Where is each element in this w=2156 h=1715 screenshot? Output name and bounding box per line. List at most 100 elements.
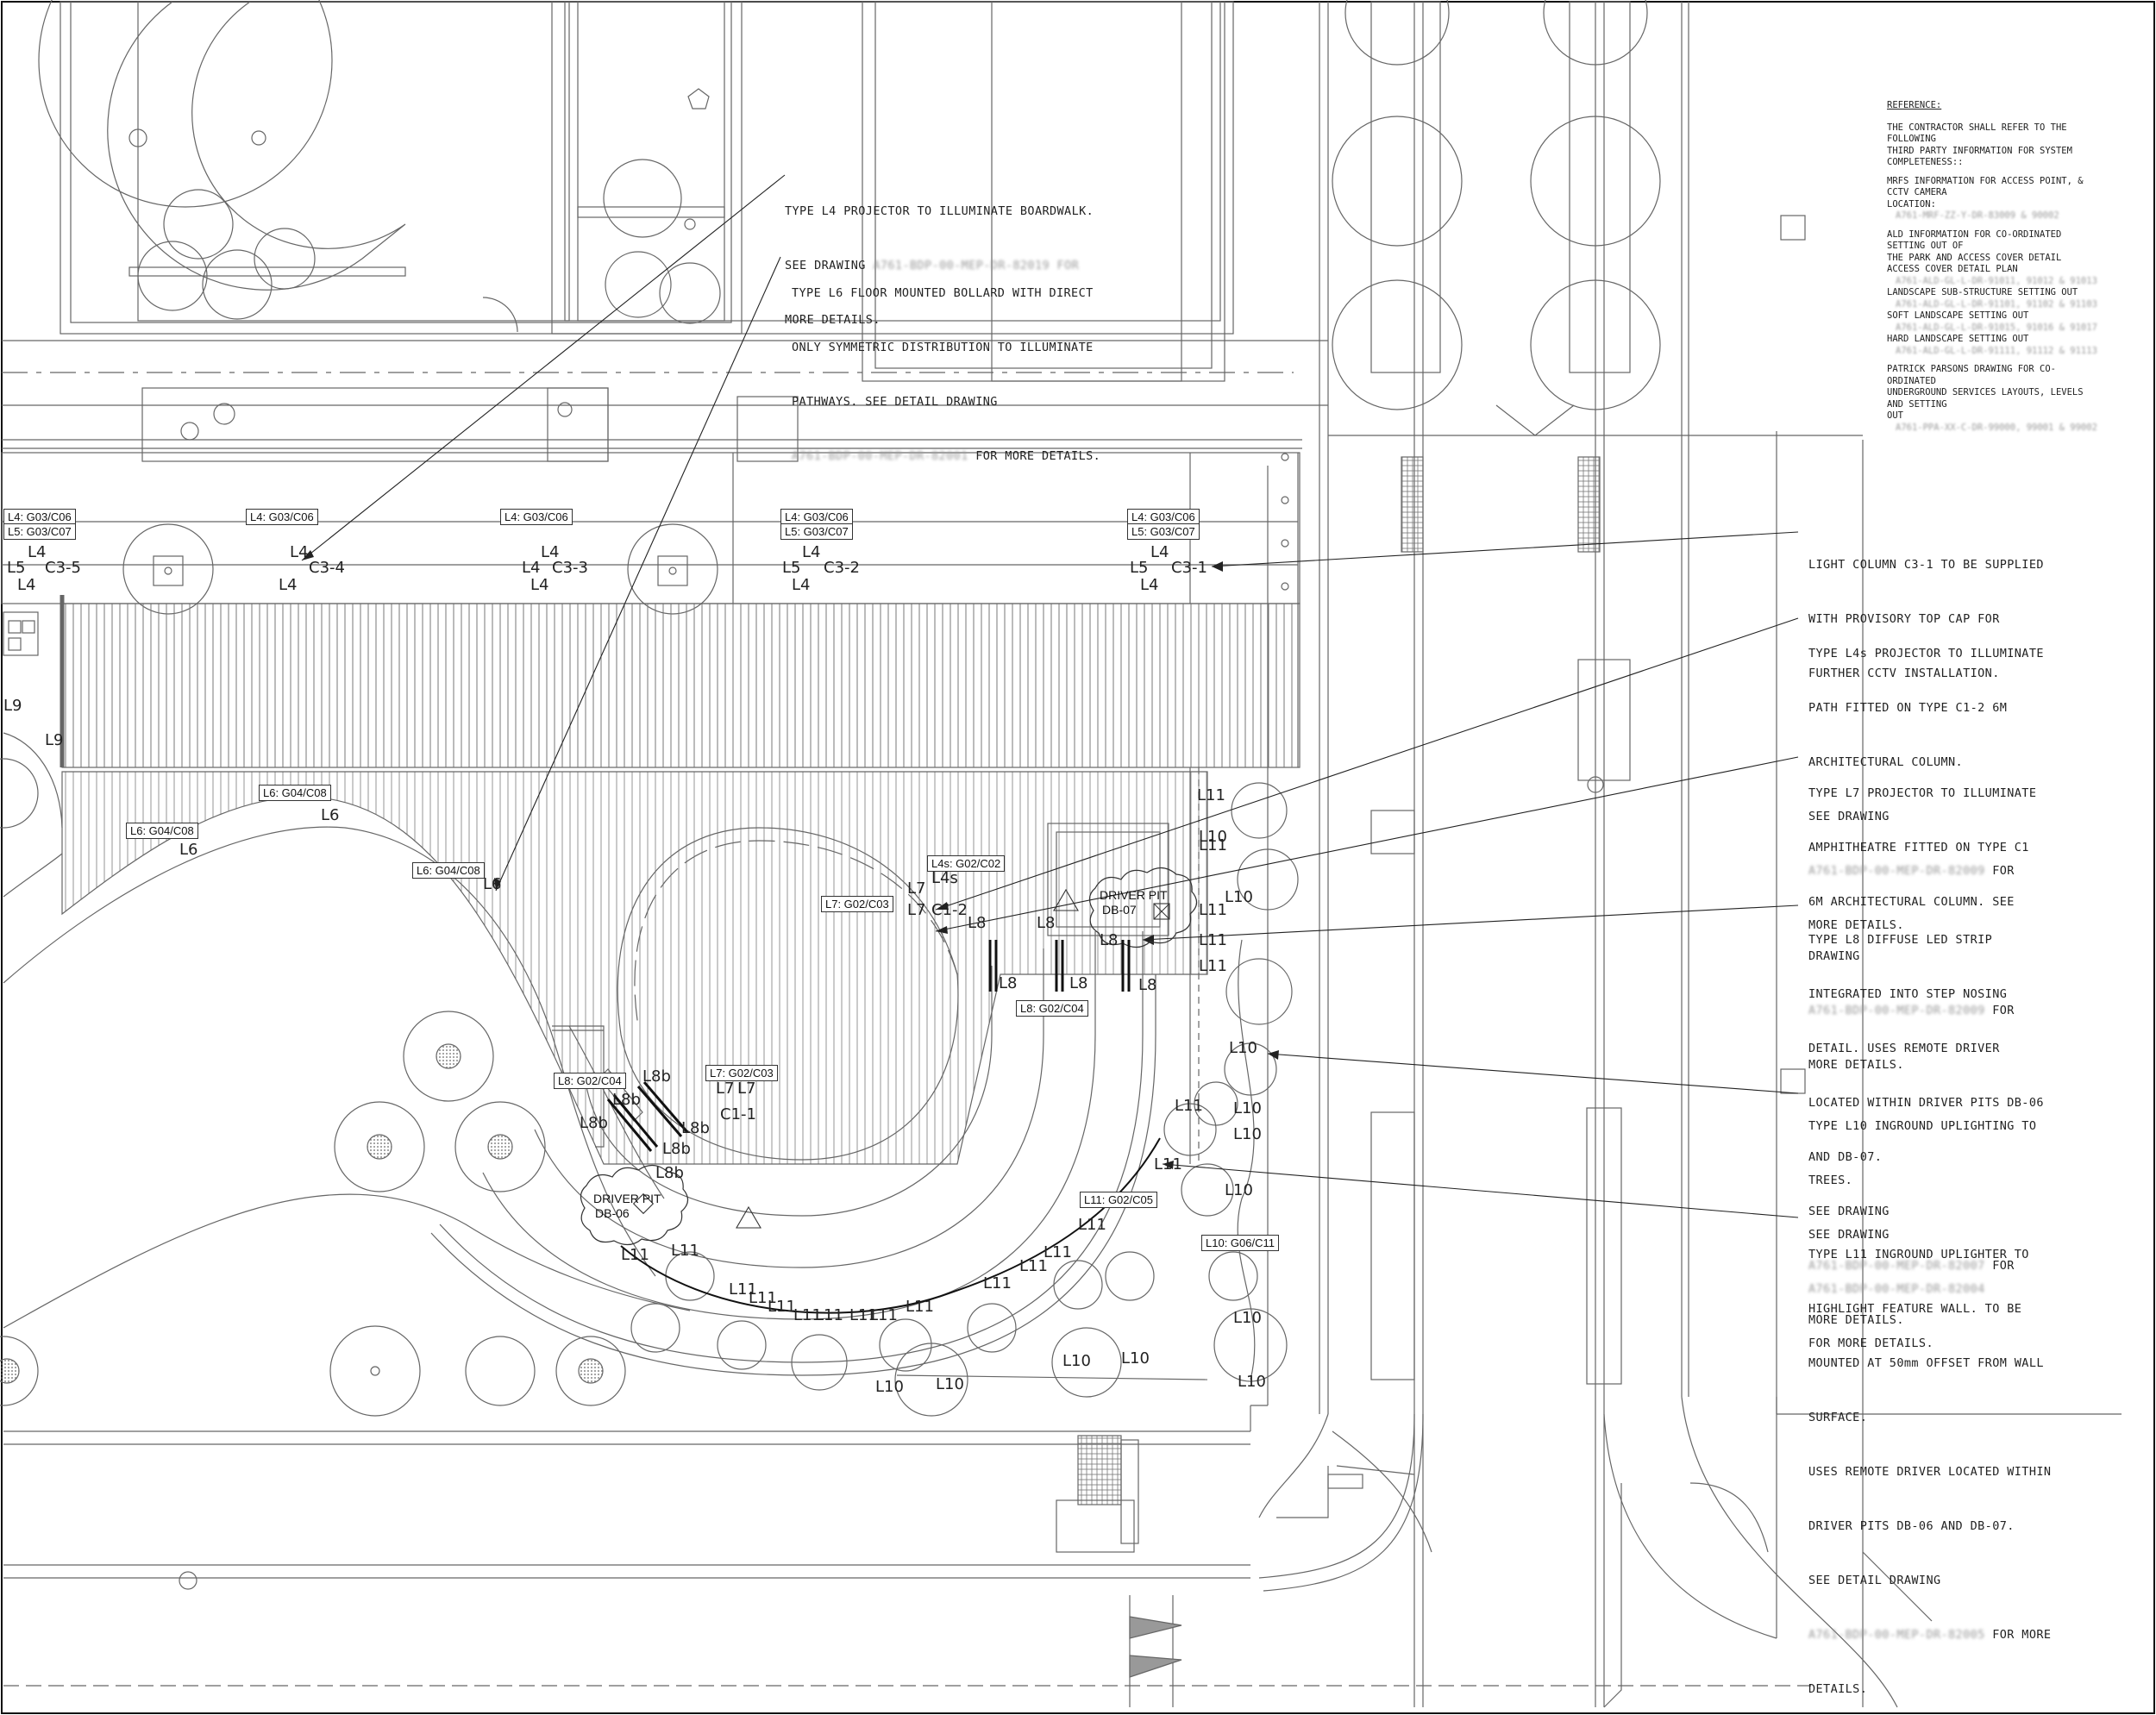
leader-lines xyxy=(301,174,1799,1218)
fixture-mark-l10: L10 xyxy=(1233,1125,1262,1143)
circuit-tag: L11: G02/C05 xyxy=(1080,1192,1157,1208)
note-l6-tail: FOR MORE DETAILS. xyxy=(968,449,1101,463)
fixture-mark-l8: L8 xyxy=(1037,914,1056,932)
fixture-mark-l8: L8 xyxy=(1100,931,1119,949)
fixture-mark-l11: L11 xyxy=(729,1280,757,1299)
circuit-tag: L7: G02/C03 xyxy=(821,896,893,912)
fixture-mark-l4: L4 xyxy=(1150,543,1169,561)
fixture-mark-l4s: L4s xyxy=(931,869,958,887)
note-l4-tail: MORE DETAILS. xyxy=(785,313,881,327)
note-l4-line-1: TYPE L4 PROJECTOR TO ILLUMINATE BOARDWAL… xyxy=(785,204,1094,218)
fixture-mark-l11: L11 xyxy=(749,1289,777,1307)
note-l8-line-6: SEE DRAWING xyxy=(1808,1205,1890,1218)
fixture-mark-l11: L11 xyxy=(906,1298,934,1316)
note-l11-line-6: DRIVER PITS DB-06 AND DB-07. xyxy=(1808,1519,2015,1533)
circuit-tag: L5: G03/C07 xyxy=(3,523,76,540)
circuit-tag: L4: G03/C06 xyxy=(1127,509,1200,525)
fixture-mark-l8b: L8b xyxy=(662,1140,691,1158)
note-l4s-after: MORE DETAILS. xyxy=(1808,918,1904,932)
fixture-mark-l11: L11 xyxy=(671,1242,699,1260)
driver-pit-db06-cloud xyxy=(580,1164,689,1246)
circuit-tag: L8: G02/C04 xyxy=(554,1073,626,1089)
fixture-mark-l5: L5 xyxy=(1130,559,1149,577)
fixture-mark-l11: L11 xyxy=(1199,931,1227,949)
fixture-mark-l8b: L8b xyxy=(612,1091,641,1109)
note-l8-line-2: INTEGRATED INTO STEP NOSING xyxy=(1808,987,2008,1001)
fixture-mark-l6: L6 xyxy=(483,875,502,893)
fixture-mark-l11: L11 xyxy=(869,1306,898,1324)
fixture-mark-l11: L11 xyxy=(849,1306,878,1324)
circuit-tag: L4s: G02/C02 xyxy=(927,855,1006,872)
fixture-mark-l11: L11 xyxy=(768,1298,796,1316)
column-label-c1-1: C1-1 xyxy=(720,1105,756,1124)
note-l7-line-4: DRAWING xyxy=(1808,949,1860,963)
note-l6-redacted-ref: A761-BDP-00-MEP-DR-82001 xyxy=(792,449,968,463)
fixture-mark-l10: L10 xyxy=(1233,1309,1262,1327)
reference-item-3-ref: A761-ALD-GL-L-DR-91101, 91102 & 91103 xyxy=(1896,298,2097,310)
driver-pit-db06-label-2: DB-06 xyxy=(595,1206,630,1220)
fixture-mark-l11: L11 xyxy=(1199,957,1227,975)
fixture-mark-l10: L10 xyxy=(1199,828,1227,846)
fixture-mark-l4: L4 xyxy=(522,559,541,577)
reference-item-2-line-1: ALD INFORMATION FOR CO-ORDINATED SETTING… xyxy=(1887,228,2062,252)
fixture-mark-l5: L5 xyxy=(7,559,26,577)
fixture-mark-l11: L11 xyxy=(1175,1097,1203,1115)
fixture-mark-l7: L7 xyxy=(907,879,926,898)
fixture-mark-l11: L11 xyxy=(983,1274,1012,1293)
reference-item-1-line-2: LOCATION: xyxy=(1887,198,1936,210)
note-c3-1-line-3: FURTHER CCTV INSTALLATION. xyxy=(1808,667,2000,680)
fixture-mark-l11: L11 xyxy=(1044,1243,1072,1261)
driver-pit-db07-label-2: DB-07 xyxy=(1102,903,1137,917)
fixture-mark-l8b: L8b xyxy=(681,1119,710,1137)
note-l6-line-2: ONLY SYMMETRIC DISTRIBUTION TO ILLUMINAT… xyxy=(792,341,1094,354)
driver-pit-db07-label-1: DRIVER PIT xyxy=(1100,888,1168,902)
reference-item-6-line-1: PATRICK PARSONS DRAWING FOR CO-ORDINATED xyxy=(1887,364,2056,386)
fixture-mark-l4: L4 xyxy=(530,576,549,594)
note-c3-1-line-2: WITH PROVISORY TOP CAP FOR xyxy=(1808,612,2000,626)
column-label-c3-2: C3-2 xyxy=(824,559,860,577)
note-l4-redacted-ref: A761-BDP-00-MEP-DR-82019 FOR xyxy=(873,259,1080,272)
circuit-tag: L5: G03/C07 xyxy=(780,523,853,540)
fixture-mark-l11: L11 xyxy=(1154,1155,1182,1174)
fixture-mark-l4: L4 xyxy=(541,543,560,561)
note-l8-line-5: AND DB-07. xyxy=(1808,1150,1883,1164)
reference-item-5-ref: A761-ALD-GL-L-DR-91111, 91112 & 91113 xyxy=(1896,345,2097,356)
fixture-mark-l11: L11 xyxy=(1078,1216,1106,1234)
reference-item-2-line-3: ACCESS COVER DETAIL PLAN xyxy=(1887,264,2018,274)
fixture-mark-l10: L10 xyxy=(1238,1373,1266,1391)
fixture-mark-l11: L11 xyxy=(793,1306,822,1324)
fixture-mark-l9: L9 xyxy=(3,697,22,715)
note-l10-line-3: SEE DRAWING xyxy=(1808,1228,1890,1242)
reference-intro-1: THE CONTRACTOR SHALL REFER TO THE FOLLOW… xyxy=(1887,122,2067,145)
reference-item-3-line-1: LANDSCAPE SUB-STRUCTURE SETTING OUT xyxy=(1887,287,2078,297)
reference-block: REFERENCE: THE CONTRACTOR SHALL REFER TO… xyxy=(1887,100,2103,434)
reference-item-4-line-1: SOFT LANDSCAPE SETTING OUT xyxy=(1887,310,2029,321)
note-l6-line-1: TYPE L6 FLOOR MOUNTED BOLLARD WITH DIREC… xyxy=(792,286,1094,300)
fixture-mark-l11: L11 xyxy=(815,1306,843,1324)
note-l8-tail: FOR xyxy=(1984,1259,2015,1273)
circuit-tag: L8: G02/C04 xyxy=(1016,1000,1088,1017)
fixture-mark-l8b: L8b xyxy=(655,1164,684,1182)
circuit-tag: L7: G02/C03 xyxy=(705,1065,778,1081)
note-l11-line-7: SEE DETAIL DRAWING xyxy=(1808,1574,1941,1587)
fixture-mark-l7: L7 xyxy=(907,901,926,919)
note-l11-line-2: HIGHLIGHT FEATURE WALL. TO BE xyxy=(1808,1302,2022,1316)
fixture-mark-l4: L4 xyxy=(279,576,298,594)
fixture-mark-l8b: L8b xyxy=(642,1067,671,1086)
column-label-c3-1: C3-1 xyxy=(1171,559,1207,577)
note-l7-after: MORE DETAILS. xyxy=(1808,1058,1904,1072)
note-l11-after: DETAILS. xyxy=(1808,1682,1868,1696)
fixture-mark-l10: L10 xyxy=(1233,1099,1262,1117)
fixture-mark-l8b: L8b xyxy=(580,1114,608,1132)
reference-heading: REFERENCE: xyxy=(1887,100,1942,110)
reference-item-1-ref: A761-MRF-ZZ-Y-DR-83009 & 90002 xyxy=(1896,210,2059,221)
column-label-c1-2: C1-2 xyxy=(931,901,968,919)
fixture-mark-l11: L11 xyxy=(1199,901,1227,919)
note-l4s-line-4: SEE DRAWING xyxy=(1808,810,1890,823)
note-l4: TYPE L4 PROJECTOR TO ILLUMINATE BOARDWAL… xyxy=(785,166,1094,366)
circuit-tag: L6: G04/C08 xyxy=(412,862,485,879)
note-l6: TYPE L6 FLOOR MOUNTED BOLLARD WITH DIREC… xyxy=(792,248,1100,502)
note-l4-line-2: SEE DRAWING xyxy=(785,259,866,272)
fixture-mark-l4: L4 xyxy=(290,543,309,561)
note-c3-1-line-1: LIGHT COLUMN C3-1 TO BE SUPPLIED xyxy=(1808,558,2044,572)
